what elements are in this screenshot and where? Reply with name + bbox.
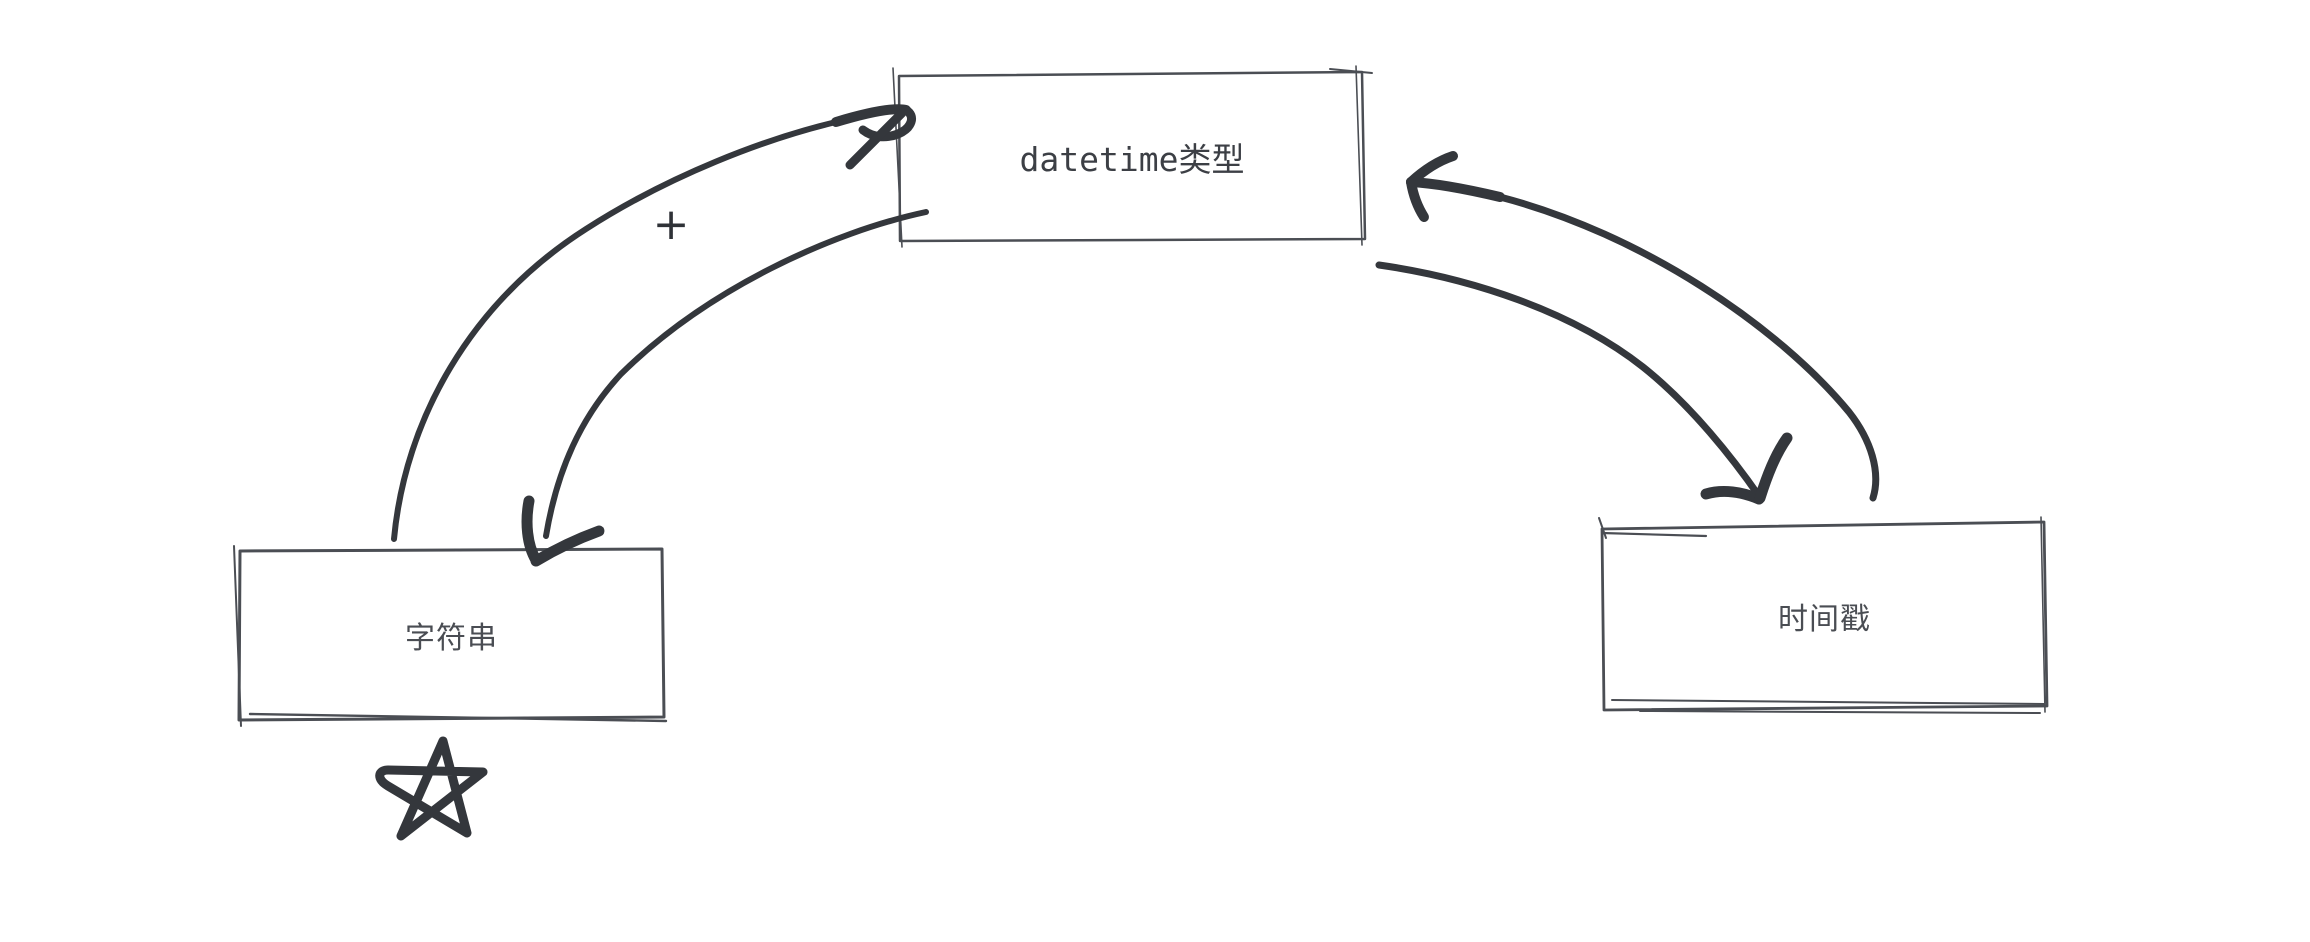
node-string-label[interactable]: 字符串 <box>405 621 498 655</box>
arrow-datetime-to-timestamp[interactable] <box>1375 261 1793 505</box>
node-datetime-label[interactable]: datetime类型 <box>1019 139 1245 179</box>
arrow-datetime-to-string[interactable] <box>521 209 929 567</box>
arrowhead-barb <box>530 525 605 567</box>
arrowhead-barb <box>1406 177 1429 222</box>
arrowhead-down-icon <box>1700 486 1765 505</box>
star-doodle[interactable] <box>375 736 488 841</box>
node-timestamp-label[interactable]: 时间戳 <box>1778 603 1871 636</box>
arrowhead-left-icon <box>1406 151 1458 187</box>
plus-annotation[interactable]: + <box>652 199 690 250</box>
arrowhead-barb <box>1754 432 1793 504</box>
arrow-timestamp-to-datetime[interactable] <box>1406 151 1880 502</box>
arrowhead-barb <box>845 108 907 170</box>
node-string-box[interactable] <box>233 545 668 727</box>
arrowhead-right-icon <box>858 105 916 142</box>
arrows-layer <box>375 104 1880 841</box>
node-boxes-layer <box>233 65 2049 727</box>
arrow-string-to-datetime[interactable] <box>391 104 916 542</box>
node-timestamp-box[interactable] <box>1598 516 2049 714</box>
